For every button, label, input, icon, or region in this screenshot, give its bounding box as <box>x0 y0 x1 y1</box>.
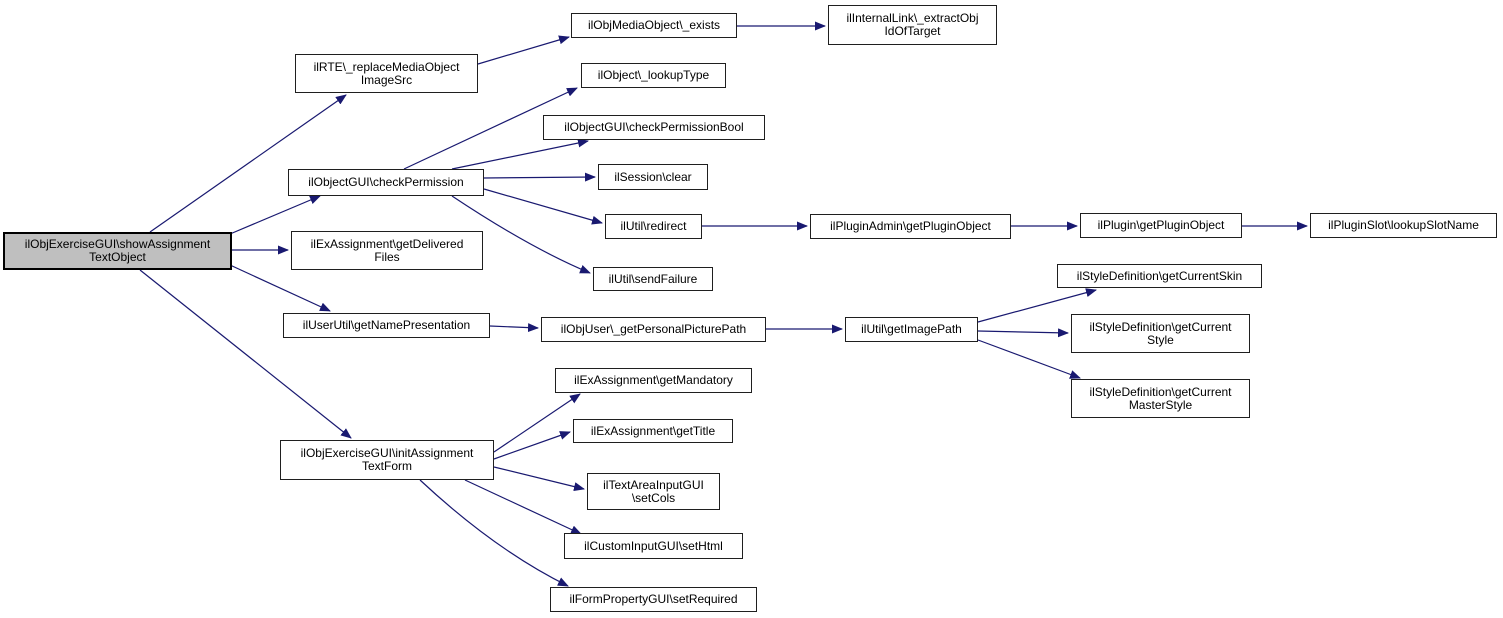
call-edge-init-assignment-text-form--get-mandatory <box>493 393 581 453</box>
graph-node-util-redirect[interactable]: ilUtil\redirect <box>605 214 702 239</box>
call-edge-get-image-path--get-current-style <box>977 328 1069 338</box>
graph-node-replace-media-object-image-src[interactable]: ilRTE\_replaceMediaObject ImageSrc <box>295 54 478 93</box>
call-edge-replace-media-object-image-src--media-object-exists <box>477 35 570 65</box>
call-edge-init-assignment-text-form--set-cols <box>493 466 585 491</box>
call-edge-get-image-path--get-current-master-style <box>977 339 1081 379</box>
graph-node-plugin-admin-get-plugin-object[interactable]: ilPluginAdmin\getPluginObject <box>810 214 1011 239</box>
graph-node-set-html[interactable]: ilCustomInputGUI\setHtml <box>564 533 743 559</box>
graph-node-get-current-style[interactable]: ilStyleDefinition\getCurrent Style <box>1071 314 1250 353</box>
graph-node-get-delivered-files[interactable]: ilExAssignment\getDelivered Files <box>291 231 483 270</box>
call-edge-show-assignment-text-object--init-assignment-text-form <box>139 269 352 439</box>
call-edge-show-assignment-text-object--get-name-presentation <box>229 264 331 312</box>
graph-node-get-current-master-style[interactable]: ilStyleDefinition\getCurrent MasterStyle <box>1071 379 1250 418</box>
call-edge-check-permission--util-redirect <box>483 188 603 225</box>
call-edge-check-permission--lookup-type <box>403 87 578 170</box>
call-edge-get-name-presentation--get-personal-picture-path <box>489 323 539 333</box>
graph-node-get-personal-picture-path[interactable]: ilObjUser\_getPersonalPicturePath <box>541 317 766 342</box>
graph-node-session-clear[interactable]: ilSession\clear <box>598 164 708 190</box>
graph-node-get-mandatory[interactable]: ilExAssignment\getMandatory <box>555 368 752 393</box>
graph-node-plugin-get-plugin-object[interactable]: ilPlugin\getPluginObject <box>1080 213 1242 238</box>
call-edge-init-assignment-text-form--get-title <box>493 431 571 460</box>
graph-node-get-current-skin[interactable]: ilStyleDefinition\getCurrentSkin <box>1057 264 1262 288</box>
graph-node-show-assignment-text-object: ilObjExerciseGUI\showAssignment TextObje… <box>3 232 232 270</box>
graph-node-lookup-type[interactable]: ilObject\_lookupType <box>581 63 726 88</box>
call-edge-init-assignment-text-form--set-html <box>464 479 582 535</box>
graph-node-get-image-path[interactable]: ilUtil\getImagePath <box>845 317 978 342</box>
call-edge-get-image-path--get-current-skin <box>977 288 1097 323</box>
graph-node-set-cols[interactable]: ilTextAreaInputGUI \setCols <box>587 473 720 510</box>
graph-node-get-name-presentation[interactable]: ilUserUtil\getNamePresentation <box>283 313 490 338</box>
graph-node-media-object-exists[interactable]: ilObjMediaObject\_exists <box>571 13 737 38</box>
graph-node-set-required[interactable]: ilFormPropertyGUI\setRequired <box>550 587 757 612</box>
graph-node-init-assignment-text-form[interactable]: ilObjExerciseGUI\initAssignment TextForm <box>280 440 494 480</box>
graph-node-extract-obj-id-of-target[interactable]: ilInternalLink\_extractObj IdOfTarget <box>828 5 997 45</box>
call-edge-init-assignment-text-form--set-required <box>419 479 569 587</box>
graph-node-get-title[interactable]: ilExAssignment\getTitle <box>573 419 733 443</box>
graph-node-check-permission-bool[interactable]: ilObjectGUI\checkPermissionBool <box>543 115 765 140</box>
call-edge-show-assignment-text-object--replace-media-object-image-src <box>149 94 347 233</box>
call-edge-check-permission--session-clear <box>483 172 596 182</box>
call-edge-check-permission--check-permission-bool <box>451 138 589 170</box>
call-edge-check-permission--util-send-failure <box>451 195 591 274</box>
call-edge-show-assignment-text-object--check-permission <box>229 195 321 235</box>
graph-node-plugin-slot-lookup-slot-name[interactable]: ilPluginSlot\lookupSlotName <box>1310 213 1497 238</box>
graph-node-check-permission[interactable]: ilObjectGUI\checkPermission <box>288 169 484 196</box>
graph-node-util-send-failure[interactable]: ilUtil\sendFailure <box>593 267 713 291</box>
